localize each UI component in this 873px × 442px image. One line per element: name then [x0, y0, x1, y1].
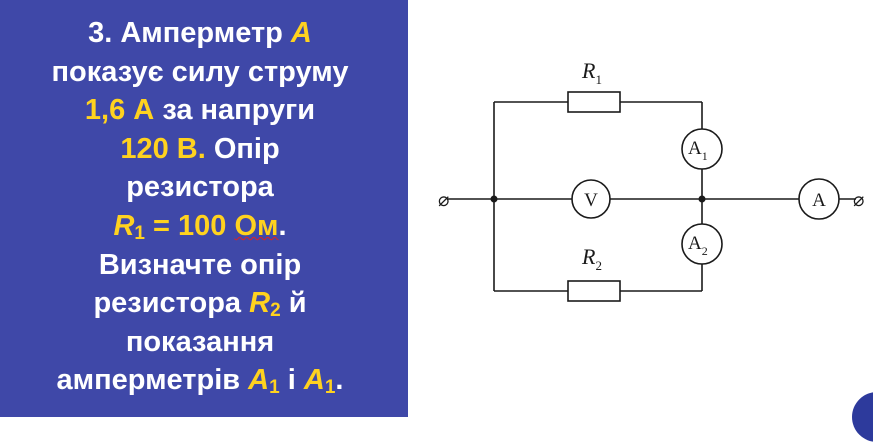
line-4: 120 В. Опір	[0, 130, 400, 169]
label-a: A	[812, 190, 826, 211]
line-2: показує силу струму	[51, 55, 349, 88]
text-ammeters: амперметрів	[56, 364, 241, 397]
label-a1: A1	[688, 138, 708, 163]
terminal-right: ⌀	[853, 190, 864, 211]
symbol-r2-sub: 2	[270, 300, 281, 322]
line-1: 3. Амперметр А	[0, 14, 400, 53]
symbol-r1: R	[113, 209, 135, 242]
resistor-r1	[567, 91, 621, 113]
text-i: і	[287, 364, 296, 397]
symbol-r1-sub: 1	[134, 222, 145, 244]
symbol-a2-sub: 1	[324, 377, 336, 399]
terminal-left: ⌀	[438, 190, 449, 211]
current-value: 1,6 А	[84, 94, 155, 127]
label-r2: R2	[581, 244, 602, 273]
line-9: показання	[125, 325, 275, 358]
resistor-r2	[567, 280, 621, 302]
problem-panel: 3. Амперметр А показує силу струму 1,6 А…	[0, 0, 408, 417]
r1-value: = 100	[153, 209, 227, 242]
line-5: резистора	[126, 171, 274, 204]
label-a2: A2	[688, 233, 708, 258]
node-right	[698, 195, 706, 203]
node-left	[490, 195, 498, 203]
label-r1: R1	[581, 58, 602, 87]
symbol-r2: R	[249, 287, 271, 320]
r1-unit: Ом	[234, 209, 279, 242]
text-and: й	[288, 287, 307, 320]
text-resistor: резистора	[93, 287, 242, 320]
line-6: R1 = 100 Ом.	[0, 207, 400, 246]
voltage-value: 120 В.	[120, 132, 206, 165]
symbol-a: А	[290, 17, 312, 49]
text-resistance: Опір	[213, 132, 280, 165]
line-7: Визначте опір	[98, 248, 302, 281]
problem-text: 3. Амперметр А показує силу струму 1,6 А…	[0, 14, 400, 400]
symbol-a1: A	[248, 364, 270, 397]
line-6-period: .	[278, 209, 287, 242]
circuit-diagram: ⌀ ⌀ R1 R2 A1 A2 V A	[438, 58, 864, 302]
line-8: резистора R2 й	[0, 284, 400, 323]
symbol-a1-sub: 1	[269, 377, 280, 399]
label-v: V	[584, 190, 598, 211]
text-ammeter: 3. Амперметр	[88, 17, 283, 49]
symbol-a2: A	[303, 364, 325, 397]
line-10: амперметрів A1 і A1.	[0, 361, 400, 400]
text-voltage: за напруги	[162, 94, 316, 127]
line-3: 1,6 А за напруги	[0, 91, 400, 130]
line-10-period: .	[335, 364, 344, 397]
